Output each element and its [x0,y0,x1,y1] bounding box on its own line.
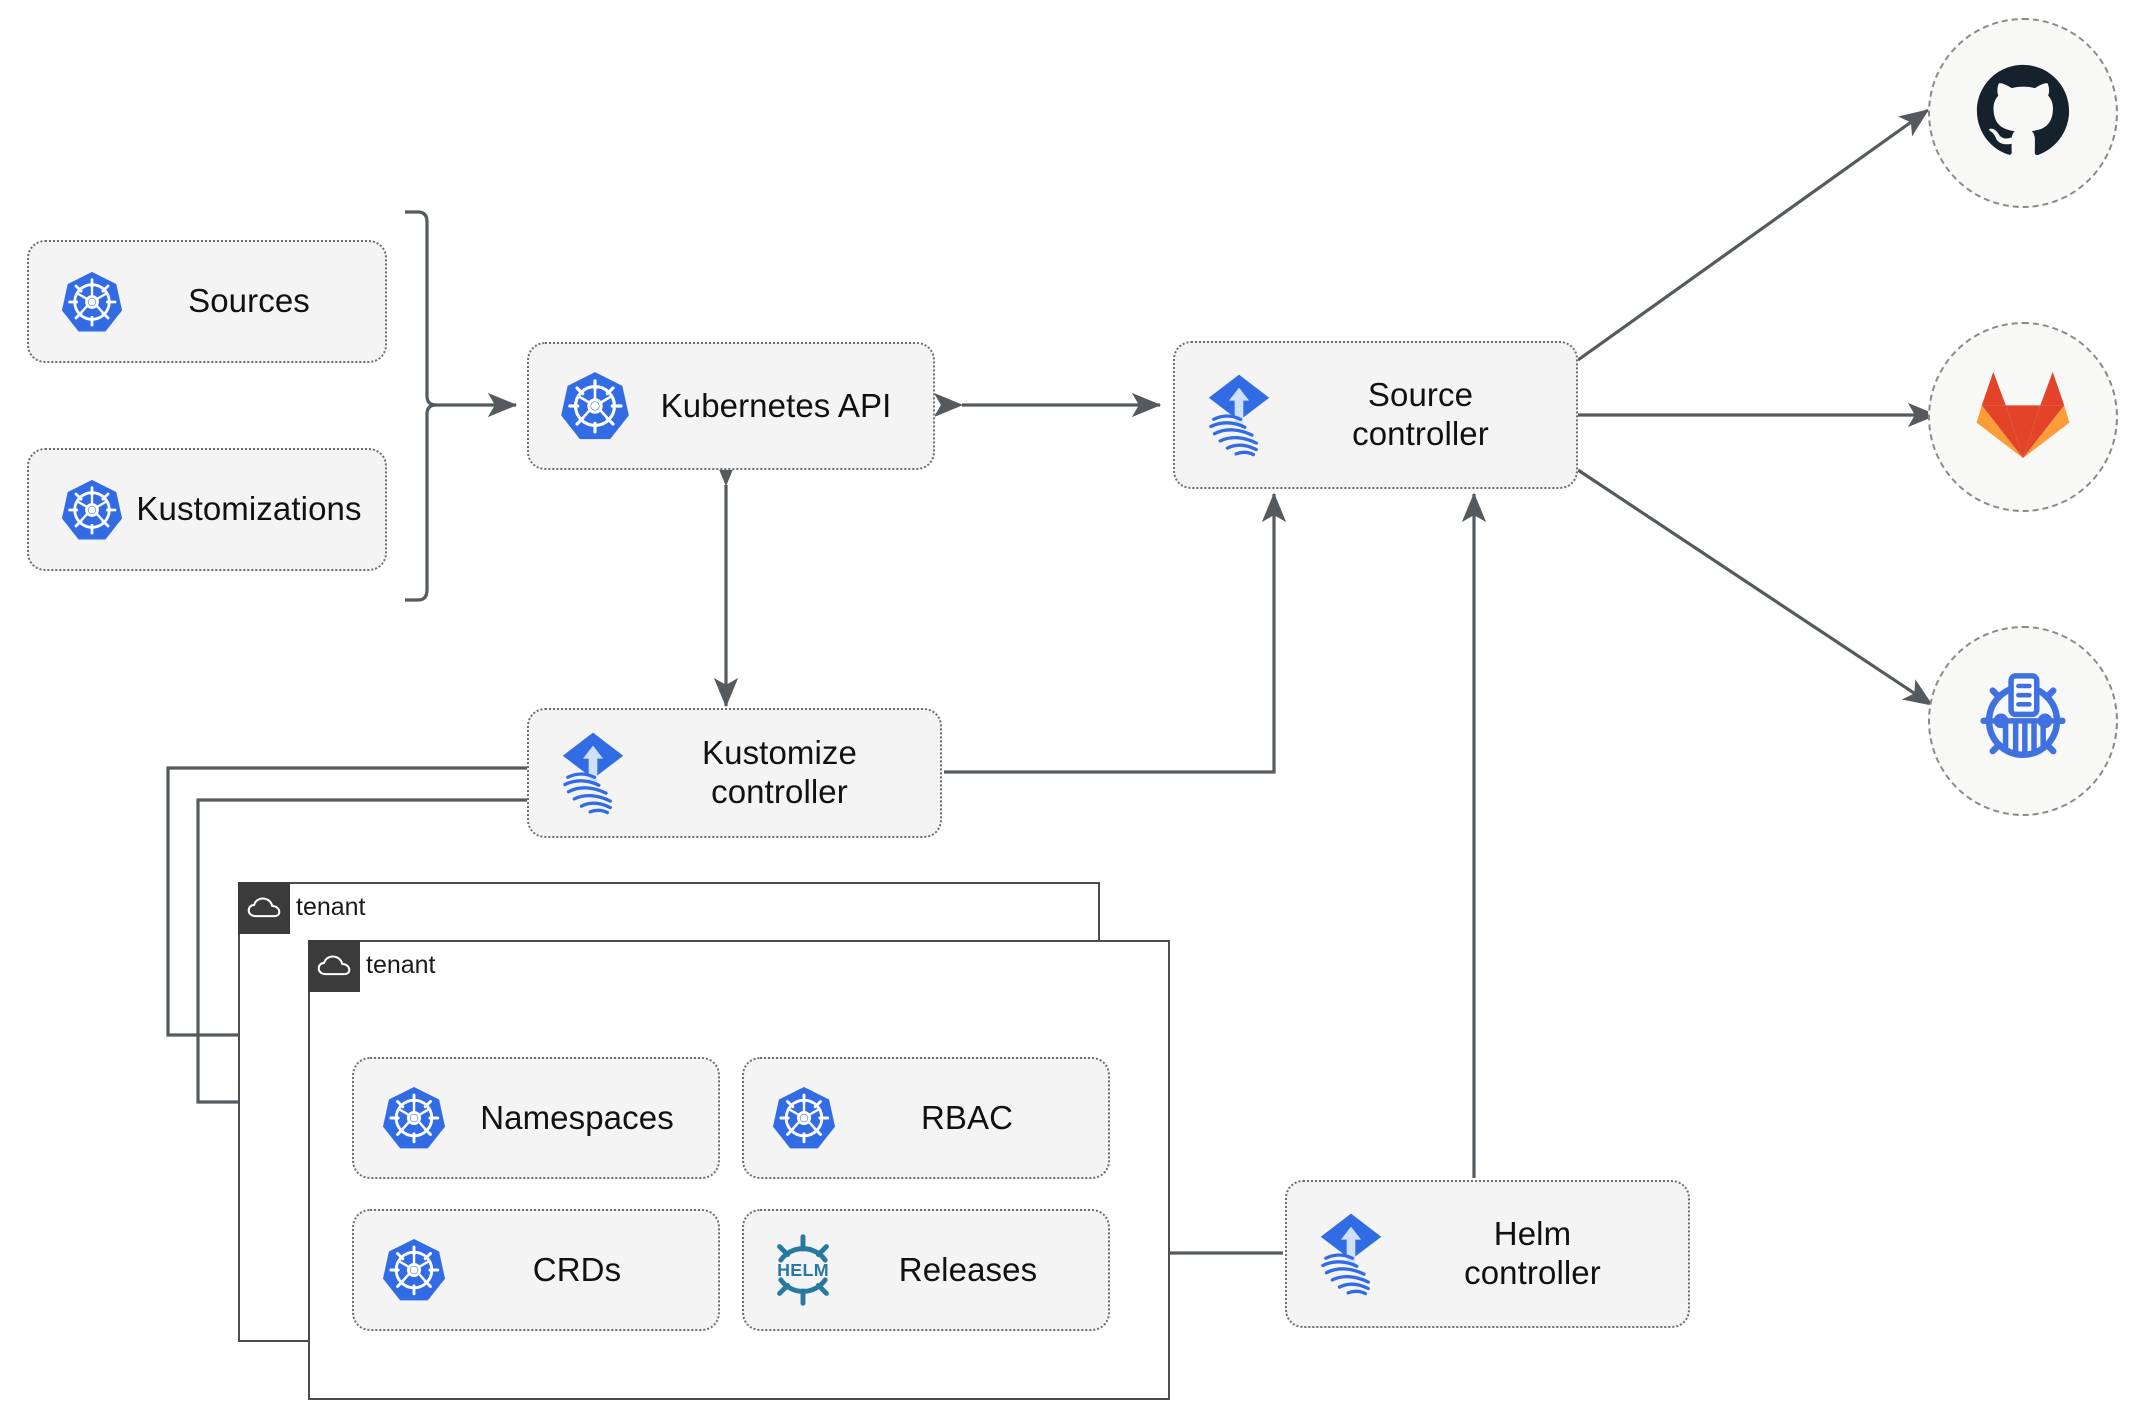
node-helm-controller-label: Helm controller [1464,1215,1601,1291]
node-kubernetes-api-label: Kubernetes API [660,386,892,424]
flux-icon [553,729,633,817]
node-helm-controller[interactable]: Helm controller [1285,1180,1690,1328]
edge-sourcectrl-github [1577,108,1930,362]
node-source-controller-label: Source controller [1352,376,1489,452]
kubernetes-icon [378,1085,450,1151]
edge-sources-bracket [405,210,437,602]
cloud-icon [237,881,290,934]
node-sources-label: Sources [188,282,310,320]
node-namespaces-label: Namespaces [480,1098,674,1136]
node-rbac[interactable]: RBAC [742,1057,1110,1179]
node-source-controller[interactable]: Source controller [1173,341,1578,489]
node-rbac-label: RBAC [920,1098,1014,1136]
cloud-icon [307,939,360,992]
external-source-github[interactable] [1928,18,2118,208]
node-kustomize-controller-label: Kustomize controller [702,734,857,810]
edge-kustomizectrl-sourcectrl [944,492,1287,774]
kubernetes-icon [378,1237,450,1303]
kubernetes-icon [557,370,633,442]
node-kustomize-controller[interactable]: Kustomize controller [527,708,942,838]
tenant-container-front[interactable]: tenant Namespaces RBAC CRDs Releases [307,939,1170,1400]
tenant-label: tenant [296,893,366,921]
kubernetes-icon [57,478,127,542]
node-releases-label: Releases [898,1250,1038,1288]
node-releases[interactable]: Releases [742,1209,1110,1331]
gitlab-icon [1975,369,2071,466]
node-crds-label: CRDs [532,1250,622,1288]
flux-icon [1311,1210,1391,1298]
node-kustomizations-label: Kustomizations [136,490,362,528]
node-crds[interactable]: CRDs [352,1209,720,1331]
kubernetes-icon [768,1085,840,1151]
edge-sourcectrl-chartrepo [1577,468,1934,707]
kubernetes-icon [57,270,127,334]
node-namespaces[interactable]: Namespaces [352,1057,720,1179]
tenant-label: tenant [366,951,436,979]
external-source-gitlab[interactable] [1928,322,2118,512]
chart-repository-icon [1968,664,2078,779]
external-source-chart-repository[interactable] [1928,626,2118,816]
flux-icon [1199,371,1279,459]
node-sources[interactable]: Sources [27,240,387,363]
helm-icon [764,1233,842,1307]
node-kustomizations[interactable]: Kustomizations [27,448,387,571]
node-kubernetes-api[interactable]: Kubernetes API [527,342,935,470]
github-icon [1975,63,2071,164]
